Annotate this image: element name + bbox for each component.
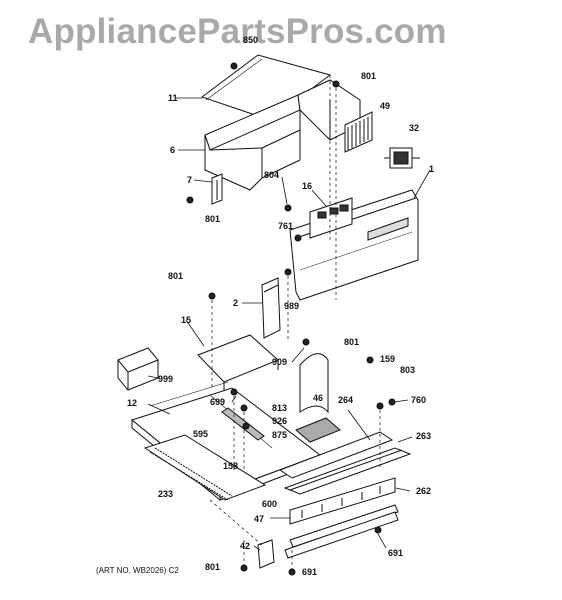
trim-strip-263 bbox=[283, 447, 412, 495]
small-bracket bbox=[211, 173, 223, 205]
side-trim bbox=[261, 277, 281, 339]
callout-801-top: 801 bbox=[361, 71, 377, 81]
assembly-dashed-lines bbox=[209, 75, 381, 570]
vent-grille bbox=[344, 111, 373, 153]
callout-761: 761 bbox=[278, 221, 294, 231]
callout-262: 262 bbox=[416, 486, 432, 496]
callout-999: 999 bbox=[158, 374, 174, 384]
site-watermark: AppliancePartsPros.com bbox=[28, 12, 447, 51]
callout-11: 11 bbox=[168, 93, 178, 103]
callout-813: 813 bbox=[272, 403, 288, 413]
callout-989: 989 bbox=[284, 301, 300, 311]
callout-595: 595 bbox=[193, 429, 209, 439]
callout-691-right: 691 bbox=[388, 548, 404, 558]
display-module bbox=[295, 417, 341, 443]
callout-158: 158 bbox=[223, 461, 239, 471]
foot-bracket bbox=[257, 539, 275, 569]
callout-159: 159 bbox=[380, 354, 396, 364]
trim-strip-264 bbox=[278, 431, 394, 479]
bottom-trim bbox=[284, 504, 399, 559]
heater-strip bbox=[143, 434, 267, 501]
callout-875: 875 bbox=[272, 430, 288, 440]
callout-263: 263 bbox=[416, 431, 432, 441]
callout-691-bottom: 691 bbox=[302, 567, 318, 577]
relay-part bbox=[384, 147, 420, 169]
lower-bracket bbox=[197, 334, 279, 392]
screws bbox=[186, 62, 396, 576]
callout-16: 16 bbox=[302, 181, 313, 191]
callout-47: 47 bbox=[254, 514, 265, 524]
callout-801-left: 801 bbox=[205, 214, 221, 224]
callout-699: 699 bbox=[210, 397, 226, 407]
callout-926: 926 bbox=[272, 416, 288, 426]
callout-15: 15 bbox=[181, 315, 192, 325]
callout-2: 2 bbox=[233, 298, 239, 308]
callout-909: 909 bbox=[272, 357, 288, 367]
callout-42: 42 bbox=[240, 541, 251, 551]
callout-32: 32 bbox=[409, 123, 420, 133]
callout-850: 850 bbox=[243, 35, 259, 45]
control-panel bbox=[289, 189, 419, 301]
callout-803: 803 bbox=[400, 365, 416, 375]
callout-801-mid: 801 bbox=[168, 271, 184, 281]
heat-shield bbox=[299, 353, 329, 414]
callout-46: 46 bbox=[313, 393, 324, 403]
callout-801-right: 801 bbox=[344, 337, 360, 347]
callout-6: 6 bbox=[170, 145, 176, 155]
callout-600: 600 bbox=[262, 499, 278, 509]
callout-12: 12 bbox=[127, 398, 138, 408]
control-board bbox=[309, 197, 353, 239]
callout-801-bottom: 801 bbox=[205, 562, 221, 572]
vent-panel bbox=[289, 477, 396, 525]
callout-49: 49 bbox=[380, 101, 391, 111]
callout-760: 760 bbox=[411, 395, 427, 405]
callout-804: 804 bbox=[264, 170, 280, 180]
callout-264: 264 bbox=[338, 395, 354, 405]
callout-7: 7 bbox=[187, 175, 193, 185]
callout-233: 233 bbox=[158, 489, 174, 499]
insulation-block bbox=[117, 347, 159, 391]
leader-lines bbox=[147, 97, 431, 551]
callout-1: 1 bbox=[429, 164, 435, 174]
art-number-caption: (ART NO. WB2026) C2 bbox=[96, 566, 179, 575]
